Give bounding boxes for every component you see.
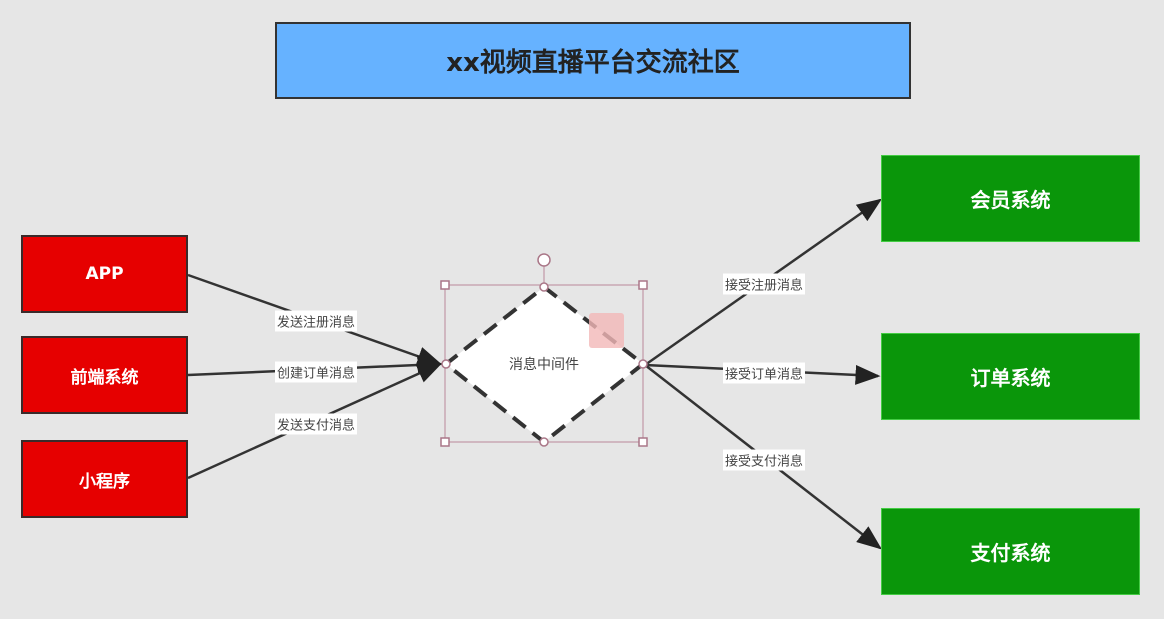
source-app[interactable]: APP bbox=[21, 235, 188, 313]
edge-label: 发送注册消息 bbox=[274, 310, 358, 332]
edge-label: 接受注册消息 bbox=[722, 273, 806, 295]
source-frontend[interactable]: 前端系统 bbox=[21, 336, 188, 414]
resize-handles[interactable] bbox=[440, 253, 648, 447]
edge-label: 接受支付消息 bbox=[722, 449, 806, 471]
target-member[interactable]: 会员系统 bbox=[881, 155, 1140, 242]
target-payment[interactable]: 支付系统 bbox=[881, 508, 1140, 595]
edge-label: 发送支付消息 bbox=[274, 413, 358, 435]
target-order[interactable]: 订单系统 bbox=[881, 333, 1140, 420]
edge-label: 创建订单消息 bbox=[274, 361, 358, 383]
source-miniapp[interactable]: 小程序 bbox=[21, 440, 188, 518]
diagram-title: xx视频直播平台交流社区 bbox=[275, 22, 911, 99]
middleware-label: 消息中间件 bbox=[509, 357, 579, 373]
edge-label: 接受订单消息 bbox=[722, 362, 806, 384]
